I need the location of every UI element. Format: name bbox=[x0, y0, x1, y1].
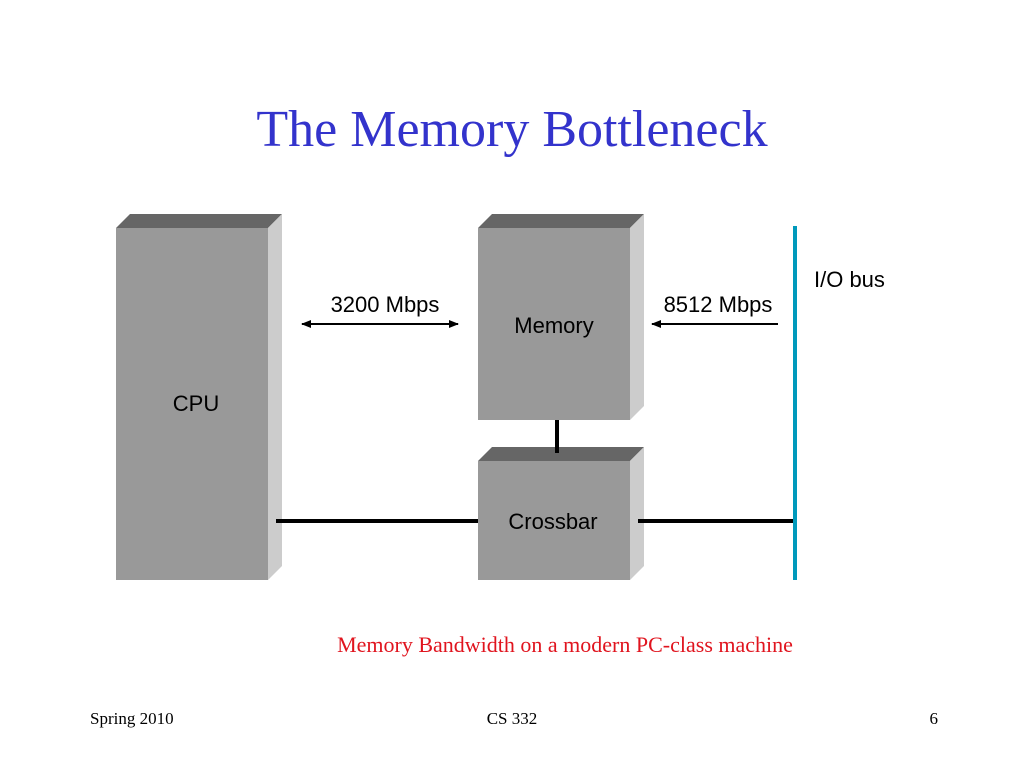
crossbar-box-side bbox=[630, 447, 644, 580]
crossbar-box-front bbox=[478, 461, 630, 580]
cpu-box-top bbox=[116, 214, 282, 228]
io-memory-bandwidth-label: 8512 Mbps bbox=[664, 292, 773, 317]
footer-course: CS 332 bbox=[486, 709, 538, 728]
crossbar-box: Crossbar bbox=[478, 447, 644, 580]
memory-box-top bbox=[478, 214, 644, 228]
memory-box: Memory bbox=[478, 214, 644, 420]
cpu-box-side bbox=[268, 214, 282, 580]
crossbar-box-top bbox=[478, 447, 644, 461]
footer-date: Spring 2010 bbox=[90, 709, 174, 728]
cpu-box: CPU bbox=[116, 214, 282, 580]
slide-title: The Memory Bottleneck bbox=[256, 101, 768, 158]
diagram-caption: Memory Bandwidth on a modern PC-class ma… bbox=[337, 632, 793, 657]
cpu-memory-bandwidth-label: 3200 Mbps bbox=[331, 292, 440, 317]
cpu-label: CPU bbox=[173, 391, 219, 416]
io-bus-label: I/O bus bbox=[814, 267, 885, 292]
memory-box-side bbox=[630, 214, 644, 420]
memory-box-front bbox=[478, 228, 630, 420]
footer-page-number: 6 bbox=[929, 709, 939, 728]
cpu-box-front bbox=[116, 228, 268, 580]
crossbar-label: Crossbar bbox=[508, 509, 597, 534]
memory-label: Memory bbox=[514, 313, 593, 338]
